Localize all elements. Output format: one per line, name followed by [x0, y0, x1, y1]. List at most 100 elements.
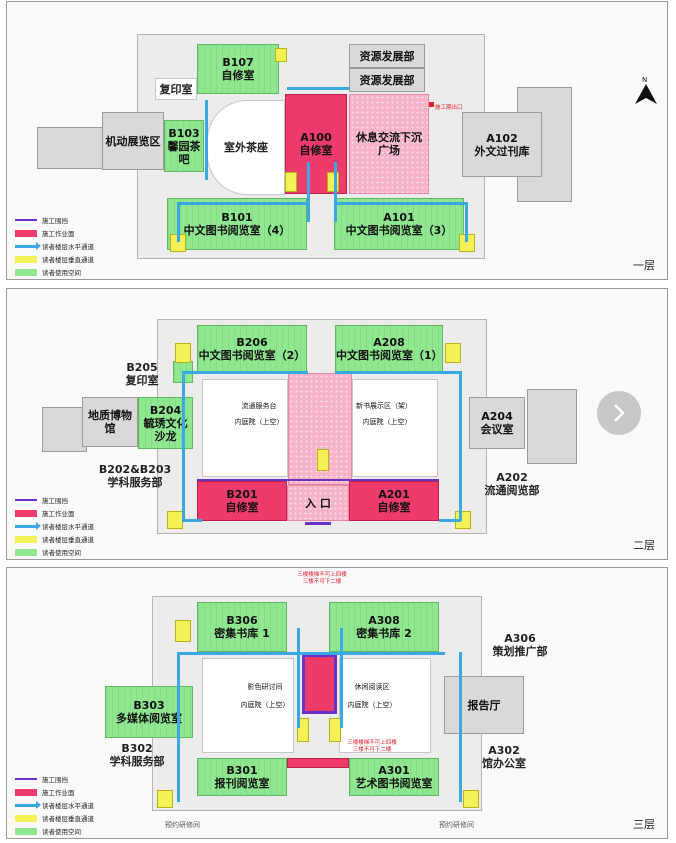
compass-label: N [642, 76, 648, 84]
room-b205: B205 复印室 [117, 359, 167, 389]
room-a308-name: 密集书库 2 [356, 627, 412, 640]
room-a100-name: 自修室 [299, 144, 333, 157]
label-f3-neiting-left-text: 内庭院（上空） [240, 700, 290, 709]
room-b202-code: B202&B203 [98, 463, 172, 476]
chevron-right-icon [614, 404, 625, 422]
room-b107: B107 自修室 [197, 44, 279, 94]
f2-entrance-area: 入 口 [287, 485, 349, 521]
room-b306: B306 密集书库 1 [197, 602, 287, 652]
legend3-route-swatch [15, 800, 41, 809]
f2-fence-top [197, 479, 439, 481]
room-b206-name: 中文图书阅览室（2） [198, 349, 306, 362]
legend2-reader: 读者使用空间 [42, 549, 81, 557]
f3-note-bottom-2: 三楼不可下二楼 [352, 747, 392, 753]
room-b306-name: 密集书库 1 [214, 627, 270, 640]
room-dizhi-label: 地质博物馆 [88, 409, 132, 435]
legend3-reader: 读者使用空间 [42, 828, 81, 836]
f1-route-2 [177, 202, 307, 205]
room-b205-code: B205 [126, 361, 158, 374]
f1-route-5 [334, 162, 337, 222]
room-baogao: 报告厅 [444, 676, 524, 734]
room-a101-name: 中文图书阅览室（3） [345, 224, 453, 237]
room-xiuxi-line1: 休息交流下沉 [356, 131, 422, 144]
label-liutong-text: 流通服务台 [241, 401, 277, 410]
label-f3-neiting-right: 内庭院（上空） [342, 700, 402, 710]
floor-3-label: 三层 [633, 818, 655, 831]
room-b206: B206 中文图书阅览室（2） [197, 325, 307, 373]
room-b301: B301 报刊阅览室 [197, 758, 287, 796]
label-yuyue-left: 预约研修间 [165, 821, 200, 829]
legend2-work-swatch [15, 509, 37, 517]
f2-route-2 [335, 371, 461, 374]
f1-route-6 [177, 202, 180, 242]
f2-east-wing [527, 389, 577, 464]
room-b107-name: 自修室 [221, 69, 255, 82]
legend2-fence-swatch [15, 499, 37, 501]
f3-work-strip [287, 758, 349, 768]
label-f3-neiting-right-text: 内庭院（上空） [347, 700, 397, 709]
f3-stair-3 [329, 718, 341, 742]
room-ziyuan-2-label: 资源发展部 [359, 73, 415, 87]
legend3-route: 读者楼层水平通道 [42, 802, 94, 810]
room-a301-name: 艺术图书阅览室 [355, 777, 433, 790]
label-xiuxian-text: 休闲阅读区 [354, 682, 390, 691]
label-yingse: 影色研讨间 [235, 682, 295, 692]
legend-work: 施工作业面 [42, 230, 75, 238]
f1-route-3 [337, 202, 465, 205]
room-a301: A301 艺术图书阅览室 [349, 758, 439, 796]
f1-stair-2 [327, 172, 339, 192]
room-a208-name: 中文图书阅览室（1） [336, 349, 443, 362]
room-xiuxi-line2: 广场 [378, 144, 400, 157]
room-a302-code: A302 [488, 744, 520, 757]
room-a102: A102 外文过刊库 [462, 112, 542, 177]
label-xiuxian: 休闲阅读区 [342, 682, 402, 692]
f2-route-3 [182, 371, 185, 521]
legend-route-swatch [15, 241, 41, 250]
room-b205-name: 复印室 [125, 374, 159, 387]
legend2-reader-swatch [15, 548, 37, 556]
room-a204: A204 会议室 [469, 397, 525, 449]
room-dizhi: 地质博物馆 [82, 397, 138, 447]
room-fuyin-label: 复印室 [159, 82, 193, 96]
legend3-reader-swatch [15, 827, 37, 835]
room-b107-code: B107 [222, 56, 254, 69]
legend2-vertical: 读者楼层垂直通道 [42, 536, 94, 544]
room-b101-code: B101 [221, 211, 253, 224]
f2-stair-3 [317, 449, 329, 471]
f3-legend: 施工围挡 施工作业面 读者楼层水平通道 读者楼层垂直通道 读者使用空间 [15, 773, 94, 838]
f1-stair-5 [275, 48, 287, 62]
room-a306-code: A306 [504, 632, 536, 645]
room-b103-name: 馨园茶吧 [167, 139, 201, 166]
f3-note-top-1: 三楼楼梯不可上四楼 [297, 572, 347, 578]
f2-route-5 [182, 519, 202, 522]
room-a301-code: A301 [378, 764, 410, 777]
room-a302-name: 馆办公室 [482, 757, 526, 770]
legend3-vertical-swatch [15, 814, 37, 822]
label-xinshu-text: 新书展示区（架） [356, 401, 412, 410]
f1-exit-marker [429, 102, 434, 107]
label-liutong: 流通服务台 [229, 401, 289, 411]
room-b302: B302 学科服务部 [102, 740, 172, 770]
label-neiting-left: 内庭院（上空） [229, 417, 289, 427]
label-yuyue-right: 预约研修间 [439, 821, 474, 829]
floor-2-label: 二层 [633, 539, 655, 552]
room-baogao-label: 报告厅 [467, 698, 501, 712]
legend3-fence: 施工围挡 [42, 776, 68, 784]
f2-route-1 [182, 371, 308, 374]
label-xinshu: 新书展示区（架） [349, 401, 419, 411]
room-a208: A208 中文图书阅览室（1） [335, 325, 443, 373]
room-b301-name: 报刊阅览室 [214, 777, 270, 790]
legend-work-swatch [15, 229, 37, 237]
f3-courtyard-right [339, 658, 431, 753]
room-b301-code: B301 [226, 764, 258, 777]
legend3-vertical: 读者楼层垂直通道 [42, 815, 94, 823]
f3-note-bottom-1: 三楼楼梯不可上四楼 [347, 740, 397, 746]
room-a302: A302 馆办公室 [469, 742, 539, 772]
next-slide-button[interactable] [597, 391, 641, 435]
label-neiting-right-text: 内庭院（上空） [362, 417, 412, 426]
room-a308: A308 密集书库 2 [329, 602, 439, 652]
f2-legend: 施工围挡 施工作业面 读者楼层水平通道 读者楼层垂直通道 读者使用空间 [15, 494, 94, 559]
f3-note-top-2: 三楼不可下二楼 [302, 579, 342, 585]
f3-route-1 [177, 652, 445, 655]
room-a201-name: 自修室 [377, 501, 411, 514]
